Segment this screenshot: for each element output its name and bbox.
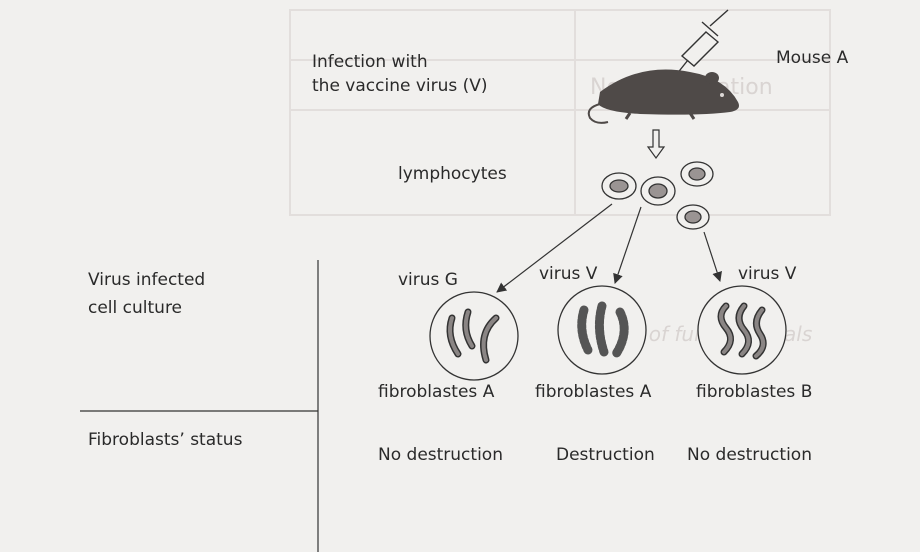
culture-fibroblast-label: fibroblastes B [696, 380, 812, 404]
culture-status-label: No destruction [687, 443, 812, 467]
lymphocyte-cells [602, 162, 713, 229]
lymphocytes-label: lymphocytes [398, 162, 507, 186]
syringe-icon [672, 10, 728, 80]
mouse-label: Mouse A [776, 46, 848, 70]
culture-virus-label: virus V [539, 262, 597, 286]
infection-label-line2: the vaccine virus (V) [312, 74, 488, 98]
culture-fibroblast-label: fibroblastes A [535, 380, 651, 404]
culture-dish-3 [698, 286, 786, 374]
row-label-culture-line1: Virus infected [88, 268, 205, 292]
row-label-culture-line2: cell culture [88, 296, 182, 320]
culture-status-label: No destruction [378, 443, 503, 467]
row-label-status: Fibroblasts’ status [88, 428, 242, 452]
culture-dish-1 [430, 292, 518, 380]
culture-virus-label: virus V [738, 262, 796, 286]
culture-status-label: Destruction [556, 443, 655, 467]
culture-dish-2 [558, 286, 646, 374]
culture-fibroblast-label: fibroblastes A [378, 380, 494, 404]
infection-label-line1: Infection with [312, 50, 428, 74]
bleed-table-lines [290, 10, 830, 215]
mouse-icon [589, 70, 739, 123]
culture-virus-label: virus G [398, 268, 458, 292]
hollow-down-arrow [648, 130, 664, 158]
